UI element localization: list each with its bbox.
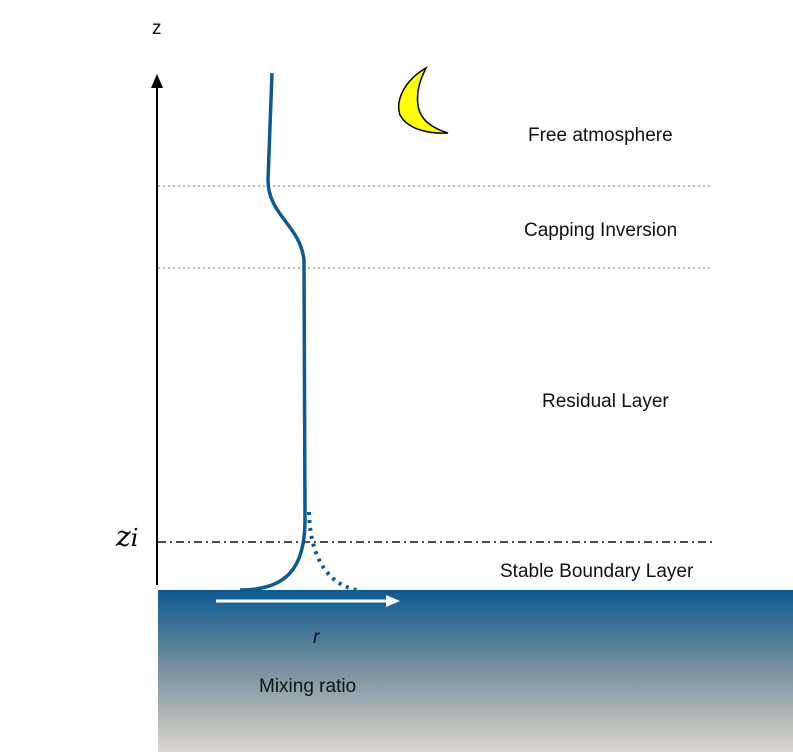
z-axis-label: z [152,18,162,39]
zi-z: z [116,520,131,553]
r-axis-arrowhead [386,595,400,607]
r-axis-label: r [313,627,320,648]
x-axis-title: Mixing ratio [259,676,357,697]
z-axis-arrowhead [151,74,163,88]
zi-label: zi [116,520,138,553]
layer-stable-boundary: Stable Boundary Layer [500,561,694,582]
mixing-ratio-profile [239,72,307,592]
mixing-ratio-profile-dotted [307,511,358,592]
moon-icon [398,66,449,134]
layer-capping-inversion: Capping Inversion [524,220,678,241]
zi-subscript: i [130,524,139,552]
layer-residual: Residual Layer [542,391,669,412]
layer-free-atmosphere: Free atmosphere [528,125,673,146]
ground-surface [158,590,793,752]
